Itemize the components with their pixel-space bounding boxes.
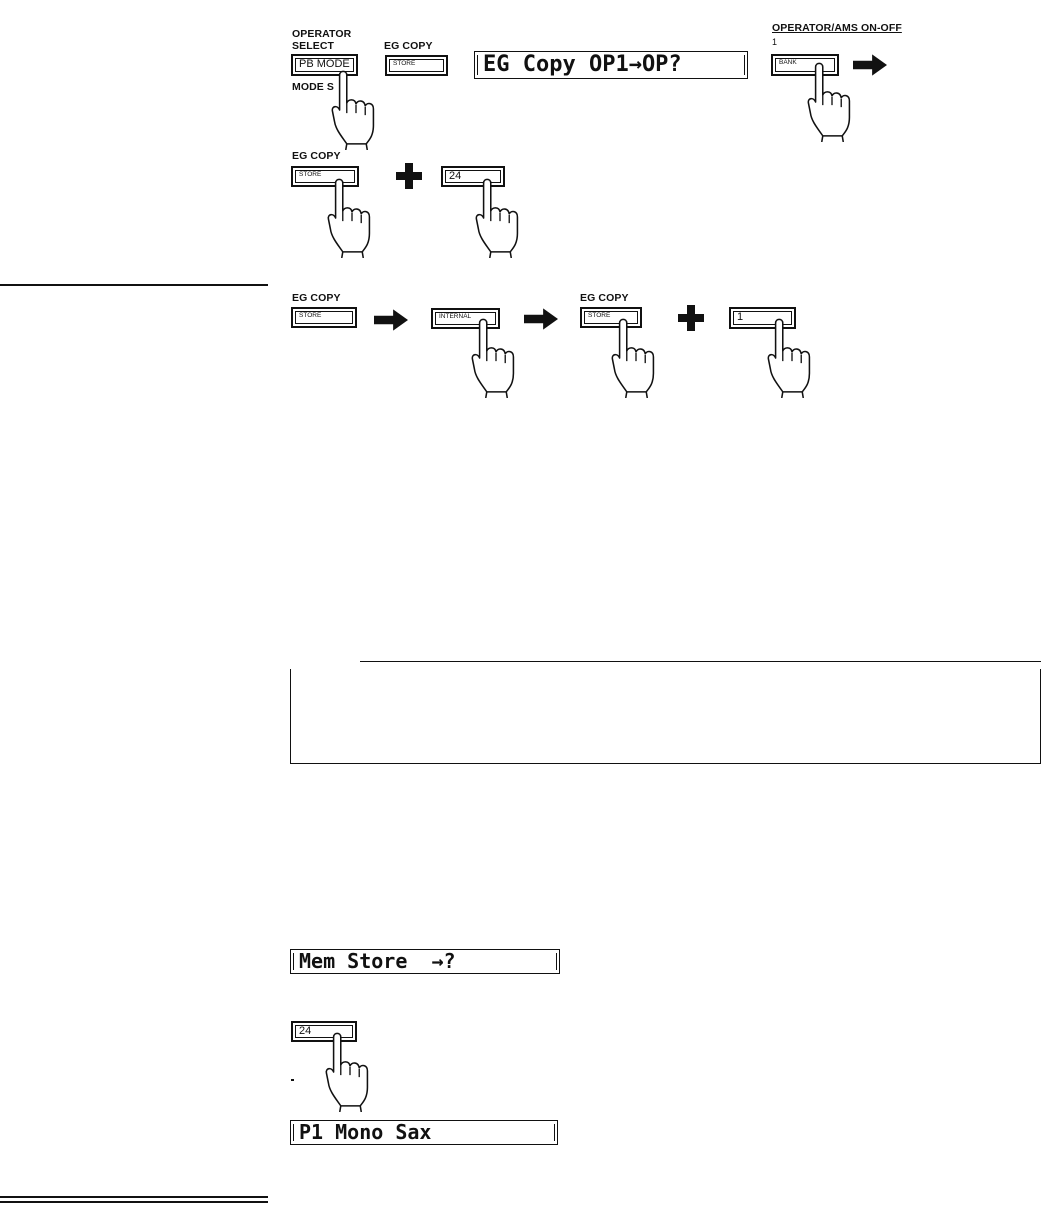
operator-number-label: 1: [772, 37, 778, 47]
section-rule: [0, 284, 268, 286]
eg-copy-label: EG COPY: [580, 292, 629, 304]
pointing-hand-icon: [324, 1030, 376, 1112]
lcd-mem-store: Mem Store →?: [290, 949, 560, 974]
number-24-label: 24: [449, 170, 462, 182]
right-arrow-icon: [524, 308, 558, 330]
store-button[interactable]: STORE: [385, 55, 448, 76]
note-box-top-rule: [360, 661, 1041, 662]
eg-copy-label: EG COPY: [384, 40, 433, 52]
pb-mode-button[interactable]: PB MODE: [291, 54, 358, 76]
pointing-hand-icon: [766, 316, 818, 398]
bottom-rule: [0, 1201, 268, 1203]
lcd-eg-copy: EG Copy OP1→OP?: [474, 51, 748, 79]
pointing-hand-icon: [330, 68, 382, 150]
bottom-rule: [0, 1196, 268, 1198]
pointing-hand-icon: [470, 316, 522, 398]
lcd-voice-name: P1 Mono Sax: [290, 1120, 558, 1145]
bank-button-label: BANK: [779, 59, 797, 66]
operator-ams-label: OPERATOR/AMS ON-OFF: [772, 22, 902, 34]
number-24-label: 24: [299, 1025, 312, 1037]
note-box: [290, 669, 1041, 764]
plus-icon: [678, 305, 704, 331]
select-label: SELECT: [292, 40, 335, 52]
internal-button-label: INTERNAL: [439, 313, 472, 320]
store-button-label: STORE: [588, 312, 611, 319]
eg-copy-label: EG COPY: [292, 150, 341, 162]
mode-set-label: MODE S: [292, 81, 335, 93]
pointing-hand-icon: [474, 176, 526, 258]
store-button-label: STORE: [299, 312, 322, 319]
pointing-hand-icon: [806, 60, 858, 142]
pb-mode-button-label: PB MODE: [299, 58, 350, 70]
pointing-hand-icon: [610, 316, 662, 398]
operator-label: OPERATOR: [292, 28, 352, 40]
number-1-label: 1: [737, 311, 744, 323]
store-button-label: STORE: [393, 60, 416, 67]
right-arrow-icon: [374, 309, 408, 331]
stray-mark: [291, 1079, 294, 1081]
eg-copy-label: EG COPY: [292, 292, 341, 304]
pointing-hand-icon: [326, 176, 378, 258]
store-button[interactable]: STORE: [291, 307, 357, 328]
store-button-label: STORE: [299, 171, 322, 178]
right-arrow-icon: [853, 54, 887, 76]
plus-icon: [396, 163, 422, 189]
